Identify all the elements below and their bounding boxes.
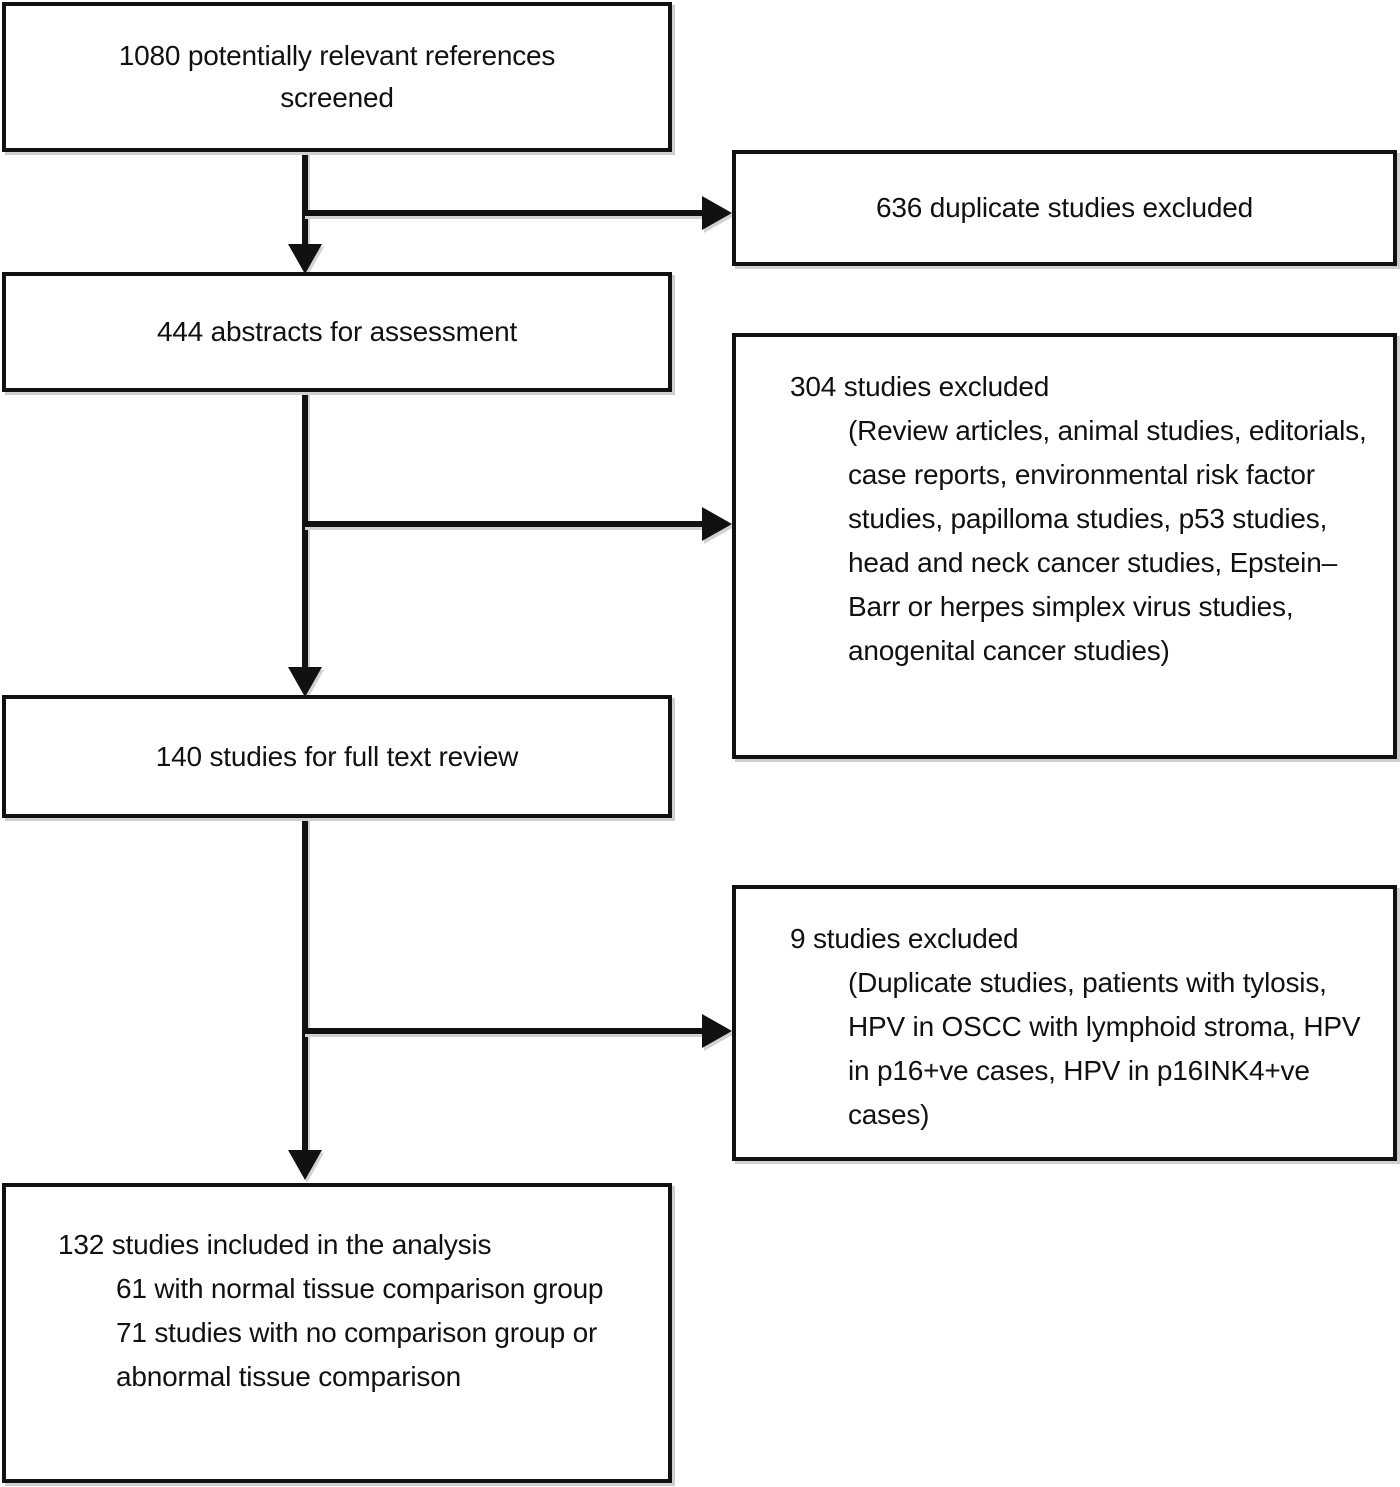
box-duplicates-excluded-label: 636 duplicate studies excluded bbox=[876, 192, 1253, 223]
connector-abstracts-to-fulltext bbox=[302, 392, 308, 689]
connector-fulltext-to-included bbox=[302, 818, 308, 1155]
box-studies-included-line1: 132 studies included in the analysis bbox=[58, 1229, 492, 1260]
box-duplicates-excluded: 636 duplicate studies excluded bbox=[732, 150, 1397, 266]
box-abstracts-assessment: 444 abstracts for assessment bbox=[2, 272, 672, 392]
box-fulltext-review: 140 studies for full text review bbox=[2, 695, 672, 818]
box-studies-included-line2: 61 with normal tissue comparison group bbox=[116, 1273, 604, 1304]
box-studies-included-text: 132 studies included in the analysis 61 … bbox=[58, 1223, 648, 1399]
box-references-screened-label: 1080 potentially relevant references scr… bbox=[118, 40, 556, 113]
connector-screened-to-abstracts bbox=[302, 152, 308, 254]
arrowhead-down-abstracts bbox=[288, 244, 322, 274]
arrowhead-down-fulltext bbox=[288, 667, 322, 697]
connector-screened-to-duplicates bbox=[305, 210, 709, 216]
box-fulltext-excluded: 9 studies excluded (Duplicate studies, p… bbox=[732, 885, 1397, 1161]
arrowhead-right-duplicates bbox=[702, 196, 732, 230]
box-abstracts-excluded-detail: (Review articles, animal studies, editor… bbox=[848, 415, 1367, 666]
arrowhead-right-excluded-9 bbox=[702, 1014, 732, 1048]
arrowhead-right-excluded-304 bbox=[702, 507, 732, 541]
arrowhead-down-included bbox=[288, 1150, 322, 1180]
box-abstracts-assessment-label: 444 abstracts for assessment bbox=[156, 316, 518, 347]
box-abstracts-excluded: 304 studies excluded (Review articles, a… bbox=[732, 333, 1397, 759]
box-fulltext-excluded-detail: (Duplicate studies, patients with tylosi… bbox=[848, 967, 1361, 1130]
box-studies-included: 132 studies included in the analysis 61 … bbox=[2, 1183, 672, 1483]
box-abstracts-excluded-text: 304 studies excluded (Review articles, a… bbox=[790, 365, 1369, 673]
connector-abstracts-to-excluded bbox=[305, 521, 709, 527]
box-fulltext-excluded-text: 9 studies excluded (Duplicate studies, p… bbox=[790, 917, 1369, 1137]
box-references-screened: 1080 potentially relevant references scr… bbox=[2, 2, 672, 152]
connector-fulltext-to-excluded bbox=[305, 1028, 709, 1034]
box-fulltext-excluded-heading: 9 studies excluded bbox=[790, 923, 1019, 954]
box-abstracts-excluded-heading: 304 studies excluded bbox=[790, 371, 1050, 402]
box-studies-included-line3: 71 studies with no comparison group or a… bbox=[116, 1317, 598, 1392]
box-fulltext-review-label: 140 studies for full text review bbox=[155, 740, 519, 772]
